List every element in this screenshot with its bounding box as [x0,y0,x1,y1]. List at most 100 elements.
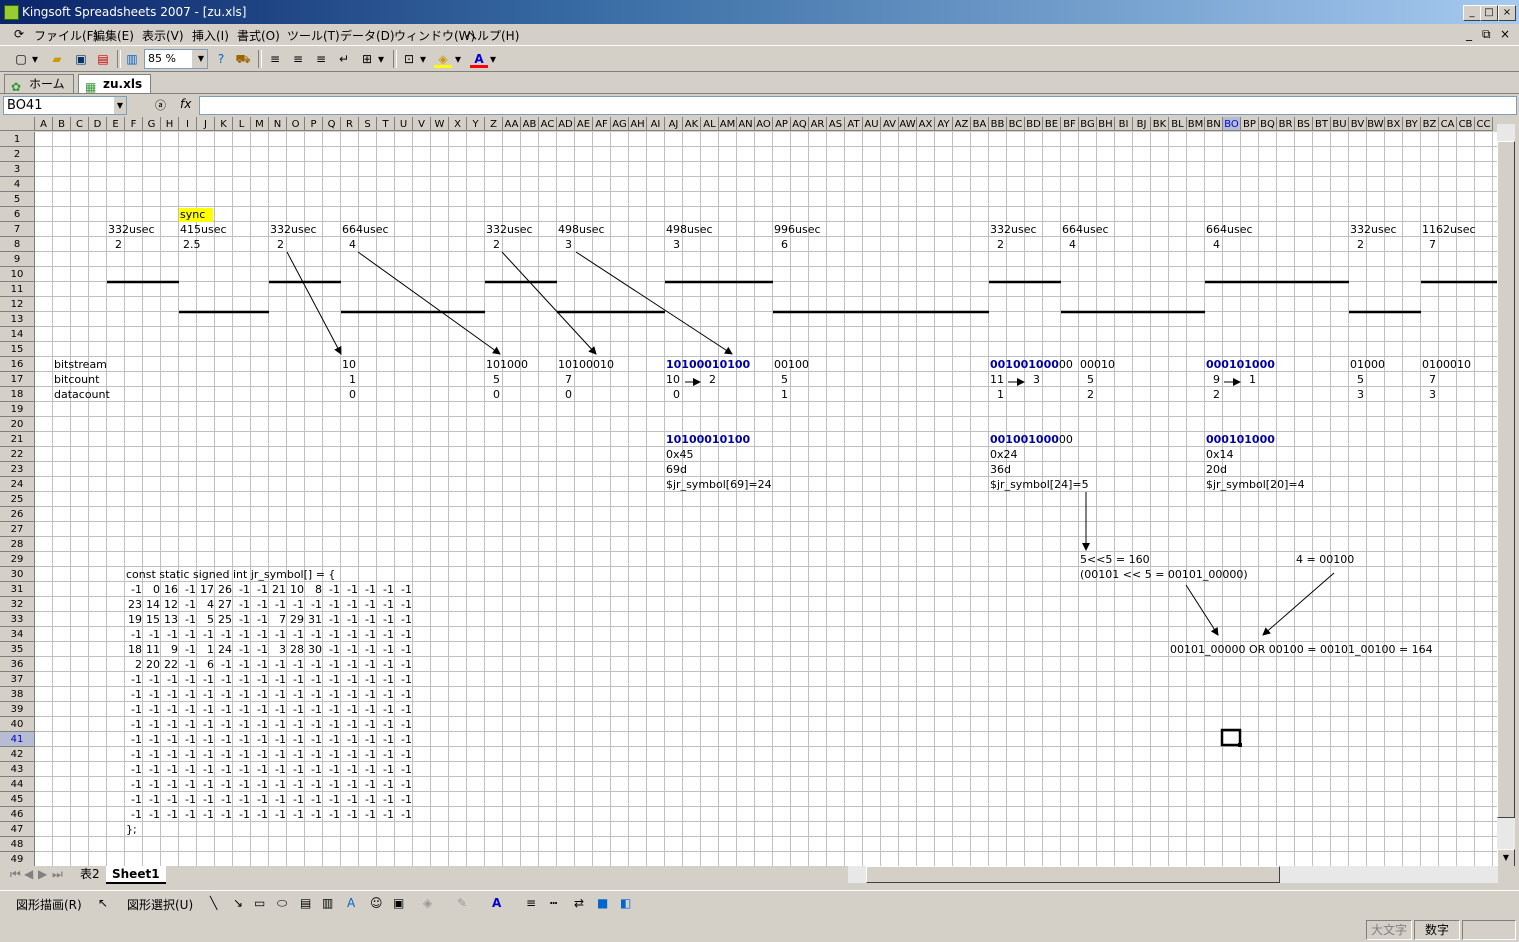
chevron-down-icon[interactable]: ▼ [114,97,126,114]
close-button[interactable]: × [1498,5,1516,21]
code-value[interactable]: -1 [167,628,178,641]
code-value[interactable]: -1 [131,688,142,701]
column-header[interactable]: C [71,117,89,131]
code-value[interactable]: -1 [185,808,196,821]
cell-unit-count[interactable]: 4 [349,238,356,251]
row-header[interactable]: 40 [0,717,35,732]
code-value[interactable]: -1 [203,793,214,806]
cell-bitcount[interactable]: 5 [1087,373,1094,386]
code-value[interactable]: 22 [164,658,178,671]
code-value[interactable]: -1 [293,733,304,746]
code-value[interactable]: -1 [239,688,250,701]
column-header[interactable]: BY [1403,117,1421,131]
row-label-datacount[interactable]: datacount [54,388,110,401]
cell-bitstream[interactable]: 000101000 [1206,358,1275,371]
cell-unit-count[interactable]: 2 [277,238,284,251]
column-header[interactable]: BG [1079,117,1097,131]
code-value[interactable]: -1 [311,673,322,686]
code-value[interactable]: -1 [275,688,286,701]
cell-bitstream[interactable]: 101000 [486,358,528,371]
cell-bitstream[interactable]: 0100010 [1422,358,1471,371]
row-header[interactable]: 21 [0,432,35,447]
code-value[interactable]: -1 [149,763,160,776]
row-header[interactable]: 6 [0,207,35,222]
row-header[interactable]: 46 [0,807,35,822]
code-value[interactable]: -1 [185,583,196,596]
code-value[interactable]: -1 [365,733,376,746]
row-header[interactable]: 27 [0,522,35,537]
code-value[interactable]: -1 [239,673,250,686]
column-header[interactable]: BI [1115,117,1133,131]
column-header[interactable]: J [197,117,215,131]
code-value[interactable]: -1 [221,808,232,821]
cell-code-head[interactable]: const static signed int jr_symbol[] = { [126,568,336,581]
column-header[interactable]: AF [593,117,611,131]
column-header[interactable]: E [107,117,125,131]
column-header[interactable]: F [125,117,143,131]
wordart-icon[interactable]: A [347,896,356,910]
row-header[interactable]: 13 [0,312,35,327]
cell-unit-count[interactable]: 7 [1429,238,1436,251]
menu-edit[interactable]: 編集(E) [93,29,134,43]
code-value[interactable]: 30 [308,643,322,656]
column-header[interactable]: AT [845,117,863,131]
active-cell-cursor[interactable] [1220,728,1242,747]
column-header[interactable]: AC [539,117,557,131]
cell-time[interactable]: 498usec [558,223,605,236]
code-value[interactable]: -1 [257,778,268,791]
arrow-icon[interactable]: ↘ [233,896,244,910]
code-value[interactable]: -1 [401,808,412,821]
cell-group-dec[interactable]: 69d [666,463,687,476]
code-value[interactable]: -1 [275,703,286,716]
code-value[interactable]: -1 [275,598,286,611]
cell-shift-note[interactable]: 5<<5 = 160 [1080,553,1150,566]
fill-handle[interactable] [1238,743,1242,747]
column-header[interactable]: BD [1025,117,1043,131]
code-value[interactable]: -1 [239,763,250,776]
arrow-style-icon[interactable]: ⇄ [574,896,585,910]
column-header[interactable]: AB [521,117,539,131]
code-value[interactable]: -1 [275,718,286,731]
row-header[interactable]: 45 [0,792,35,807]
column-header[interactable]: AN [737,117,755,131]
code-value[interactable]: 16 [164,583,178,596]
row-header[interactable]: 24 [0,477,35,492]
code-value[interactable]: -1 [329,748,340,761]
code-value[interactable]: -1 [167,793,178,806]
sheet-nav-next-icon[interactable]: ▶ [38,867,48,881]
code-value[interactable]: -1 [257,658,268,671]
column-header[interactable]: AZ [953,117,971,131]
sheet-nav-last-icon[interactable]: ⏭ [52,867,63,881]
row-header[interactable]: 35 [0,642,35,657]
font-color-icon[interactable]: A [470,50,488,68]
code-value[interactable]: -1 [293,628,304,641]
code-value[interactable]: -1 [131,628,142,641]
cell-unit-count[interactable]: 3 [673,238,680,251]
code-value[interactable]: -1 [365,793,376,806]
code-value[interactable]: -1 [401,658,412,671]
code-value[interactable]: -1 [185,613,196,626]
code-value[interactable]: -1 [239,703,250,716]
maximize-button[interactable]: □ [1480,5,1498,21]
code-value[interactable]: -1 [185,598,196,611]
code-value[interactable]: 19 [128,613,142,626]
code-value[interactable]: -1 [293,748,304,761]
code-value[interactable]: -1 [221,748,232,761]
code-value[interactable]: -1 [131,748,142,761]
column-header[interactable]: CB [1457,117,1475,131]
menu-window[interactable]: ウィンドウ(W) [394,29,476,43]
code-value[interactable]: 7 [279,613,286,626]
row-header[interactable]: 29 [0,552,35,567]
sheet-tab-2[interactable]: 表2 [80,867,100,881]
cell-bitstream[interactable]: 10 [342,358,356,371]
code-value[interactable]: -1 [221,703,232,716]
column-header[interactable]: D [89,117,107,131]
column-header[interactable]: N [269,117,287,131]
column-header[interactable]: G [143,117,161,131]
column-header[interactable]: BE [1043,117,1061,131]
code-value[interactable]: -1 [149,733,160,746]
code-value[interactable]: -1 [293,673,304,686]
cell-result[interactable]: 00101_00000 OR 00100 = 00101_00100 = 164 [1170,643,1433,656]
code-value[interactable]: -1 [347,628,358,641]
code-value[interactable]: -1 [257,748,268,761]
